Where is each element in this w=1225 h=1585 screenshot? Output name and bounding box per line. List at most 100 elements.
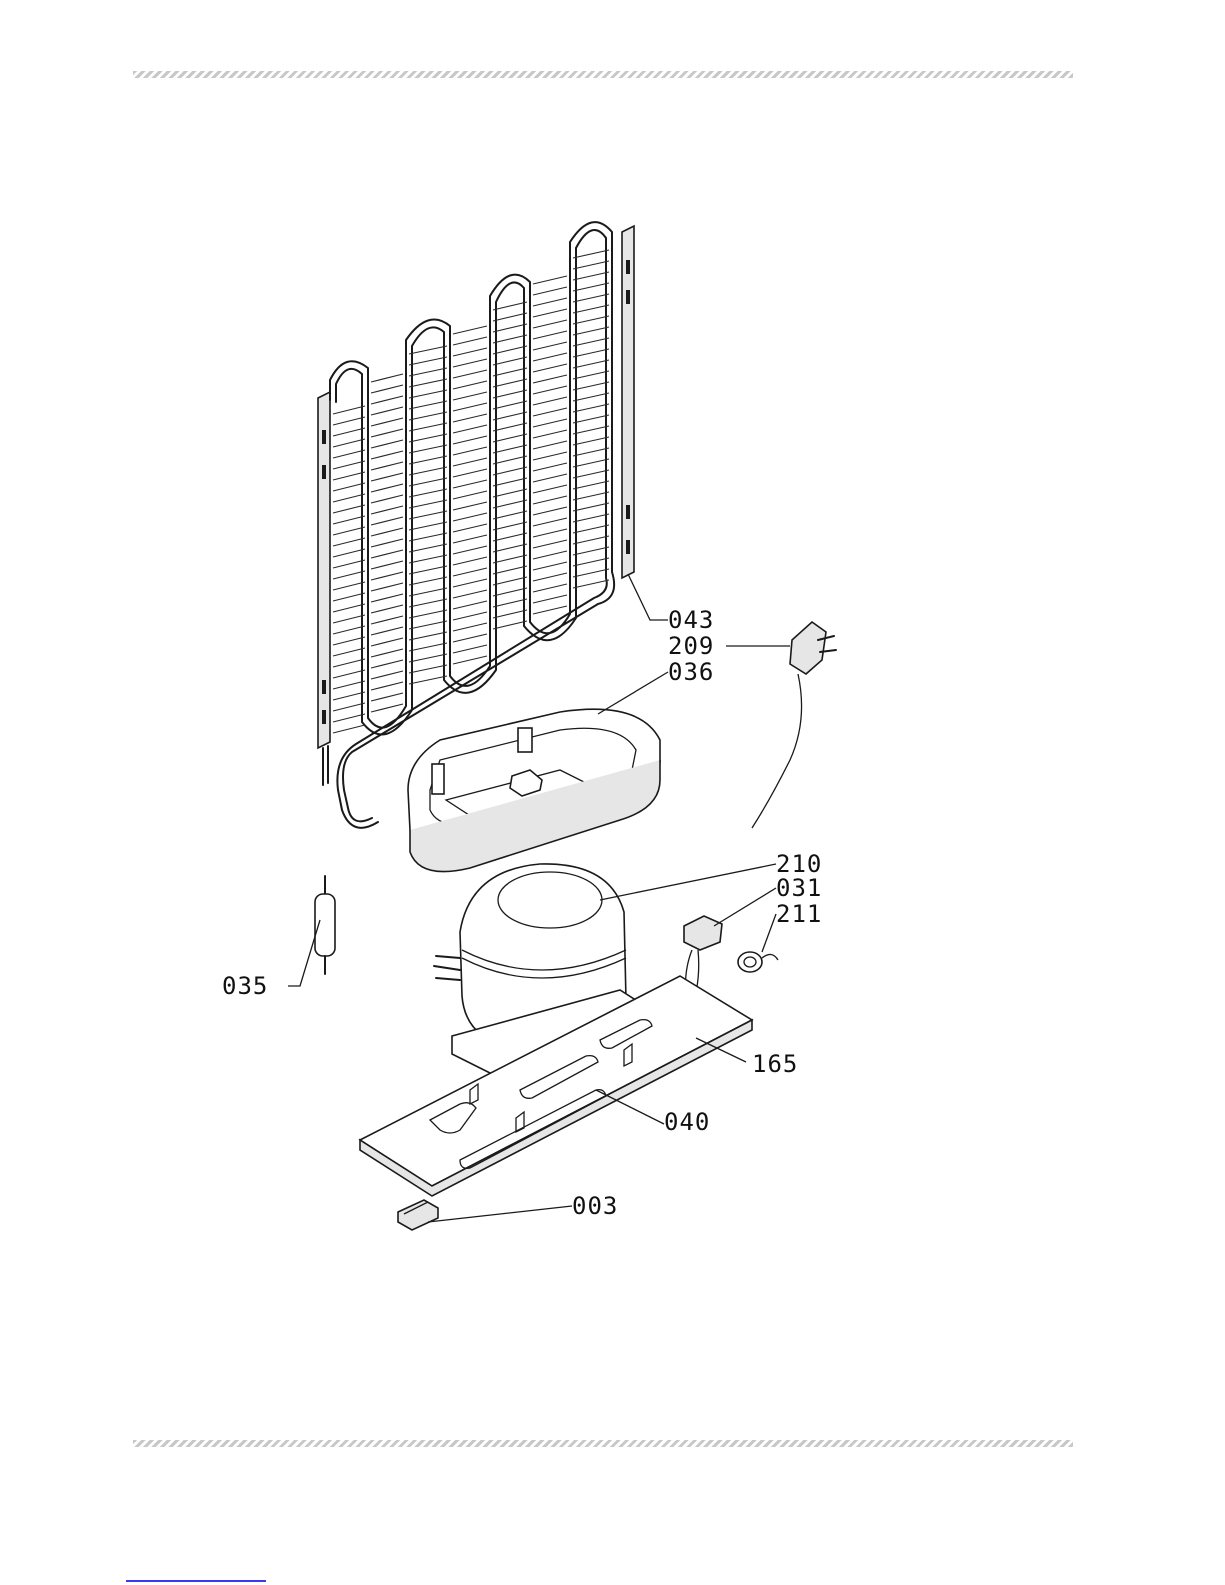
condenser-fin (533, 353, 567, 361)
condenser-fin (453, 458, 487, 466)
condenser-fin (409, 511, 447, 519)
condenser-fin (573, 272, 609, 280)
condenser-fin (333, 725, 365, 733)
condenser-fin (533, 584, 567, 592)
condenser-fin (493, 610, 527, 618)
condenser-fin (573, 404, 609, 412)
condenser-fin (371, 693, 403, 701)
condenser-fin (371, 682, 403, 690)
condenser-fin (573, 459, 609, 467)
condenser-fin (533, 529, 567, 537)
callout-031: 031 (776, 874, 822, 902)
callout-211: 211 (776, 900, 822, 928)
condenser-fin (493, 346, 527, 354)
condenser-fin (371, 517, 403, 525)
condenser-left-bracket (318, 392, 330, 748)
condenser-fin (453, 425, 487, 433)
condenser-fin (453, 392, 487, 400)
condenser-fin (409, 434, 447, 442)
condenser-fin (533, 463, 567, 471)
condenser-fin (573, 448, 609, 456)
condenser-fin (533, 397, 567, 405)
condenser-fin (333, 637, 365, 645)
condenser-fin (533, 364, 567, 372)
condenser-fin (333, 604, 365, 612)
condenser-fin (453, 634, 487, 642)
leader-040 (596, 1090, 664, 1124)
condenser-fin (409, 456, 447, 464)
condenser-fin (493, 390, 527, 398)
leader-003 (428, 1206, 572, 1222)
condenser-fin (333, 417, 365, 425)
condenser-fin (573, 305, 609, 313)
condenser-fin (533, 309, 567, 317)
condenser-fin (371, 451, 403, 459)
condenser-fin (493, 401, 527, 409)
condenser-fin (573, 580, 609, 588)
condenser-fin (493, 599, 527, 607)
condenser-fin (333, 582, 365, 590)
condenser-fins (333, 250, 609, 733)
condenser-fin (453, 502, 487, 510)
condenser-fin (409, 676, 447, 684)
condenser-fin (533, 507, 567, 515)
footer-link-underline[interactable] (126, 1580, 266, 1582)
condenser-fin (409, 522, 447, 530)
condenser-fin (533, 518, 567, 526)
leader-210 (600, 864, 776, 900)
condenser-fin (533, 419, 567, 427)
condenser-fin (453, 535, 487, 543)
condenser-fin (533, 375, 567, 383)
condenser-fin (453, 359, 487, 367)
condenser-fin (453, 480, 487, 488)
condenser-fin (371, 671, 403, 679)
plug-body (790, 622, 826, 674)
condenser-fin (573, 481, 609, 489)
condenser-fin (371, 495, 403, 503)
condenser-fin (409, 544, 447, 552)
condenser-fin (333, 461, 365, 469)
condenser-fin (371, 484, 403, 492)
rating-label (398, 1200, 438, 1230)
condenser-fin (409, 500, 447, 508)
relay-body (684, 916, 722, 950)
power-cord (752, 674, 802, 828)
condenser-fin (453, 623, 487, 631)
condenser-fin (409, 588, 447, 596)
condenser-fin (409, 654, 447, 662)
condenser-fin (409, 643, 447, 651)
condenser-fin (333, 571, 365, 579)
condenser-fin (333, 505, 365, 513)
condenser-fin (409, 665, 447, 673)
condenser-fin (453, 326, 487, 334)
condenser-fin (493, 357, 527, 365)
condenser-fin (333, 483, 365, 491)
condenser-fin (333, 681, 365, 689)
condenser-fin (333, 494, 365, 502)
condenser-fin (533, 331, 567, 339)
condenser-fin (533, 595, 567, 603)
condenser-fin (371, 396, 403, 404)
condenser-fin (493, 544, 527, 552)
condenser-fin (453, 513, 487, 521)
condenser-fin (453, 557, 487, 565)
leader-036 (598, 672, 668, 714)
condenser-fin (493, 555, 527, 563)
condenser-fin (409, 379, 447, 387)
condenser-fin (533, 540, 567, 548)
condenser-fin (493, 588, 527, 596)
condenser-fin (371, 374, 403, 382)
rating-label-body (398, 1200, 438, 1230)
condenser-fin (409, 346, 447, 354)
condenser-fin (493, 445, 527, 453)
condenser-fin (453, 348, 487, 356)
condenser-fin (493, 621, 527, 629)
condenser-fin (493, 335, 527, 343)
condenser-fin (333, 626, 365, 634)
callout-040: 040 (664, 1108, 710, 1136)
condenser-fin (573, 316, 609, 324)
condenser-fin (573, 382, 609, 390)
condenser-fin (409, 632, 447, 640)
overload-protector (738, 952, 778, 972)
leader-031 (714, 888, 776, 926)
